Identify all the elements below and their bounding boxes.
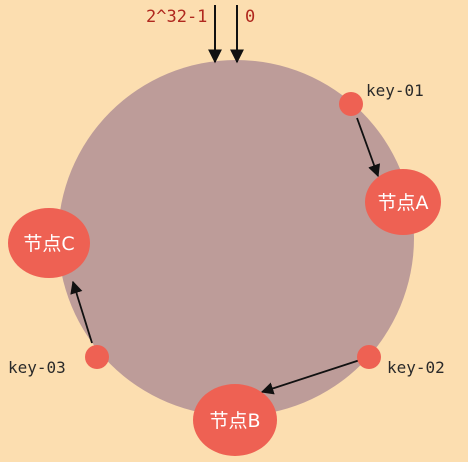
node-b-label: 节点B bbox=[209, 410, 260, 432]
key-02-label: key-02 bbox=[387, 358, 445, 377]
key-02-dot bbox=[357, 345, 381, 369]
node-c: 节点C bbox=[8, 208, 90, 278]
node-b: 节点B bbox=[193, 384, 277, 456]
node-c-label: 节点C bbox=[23, 233, 74, 255]
key-03-label: key-03 bbox=[8, 358, 66, 377]
node-a-label: 节点A bbox=[378, 192, 429, 214]
hash-ring bbox=[58, 60, 414, 416]
key-02-to-node-b-arrow bbox=[260, 359, 361, 395]
zero-hash-label: 0 bbox=[245, 7, 255, 27]
node-a-shape bbox=[365, 169, 441, 235]
node-b-shape bbox=[193, 384, 277, 456]
key-03-dot bbox=[85, 345, 109, 369]
node-c-shape bbox=[8, 208, 90, 278]
node-a: 节点A bbox=[365, 169, 441, 235]
key-03-to-node-c-arrow bbox=[70, 280, 93, 344]
key-01-dot bbox=[339, 92, 363, 116]
key-01-label: key-01 bbox=[366, 81, 424, 100]
key-01-to-node-a-arrow bbox=[356, 117, 381, 178]
max-hash-label: 2^32-1 bbox=[146, 7, 207, 27]
